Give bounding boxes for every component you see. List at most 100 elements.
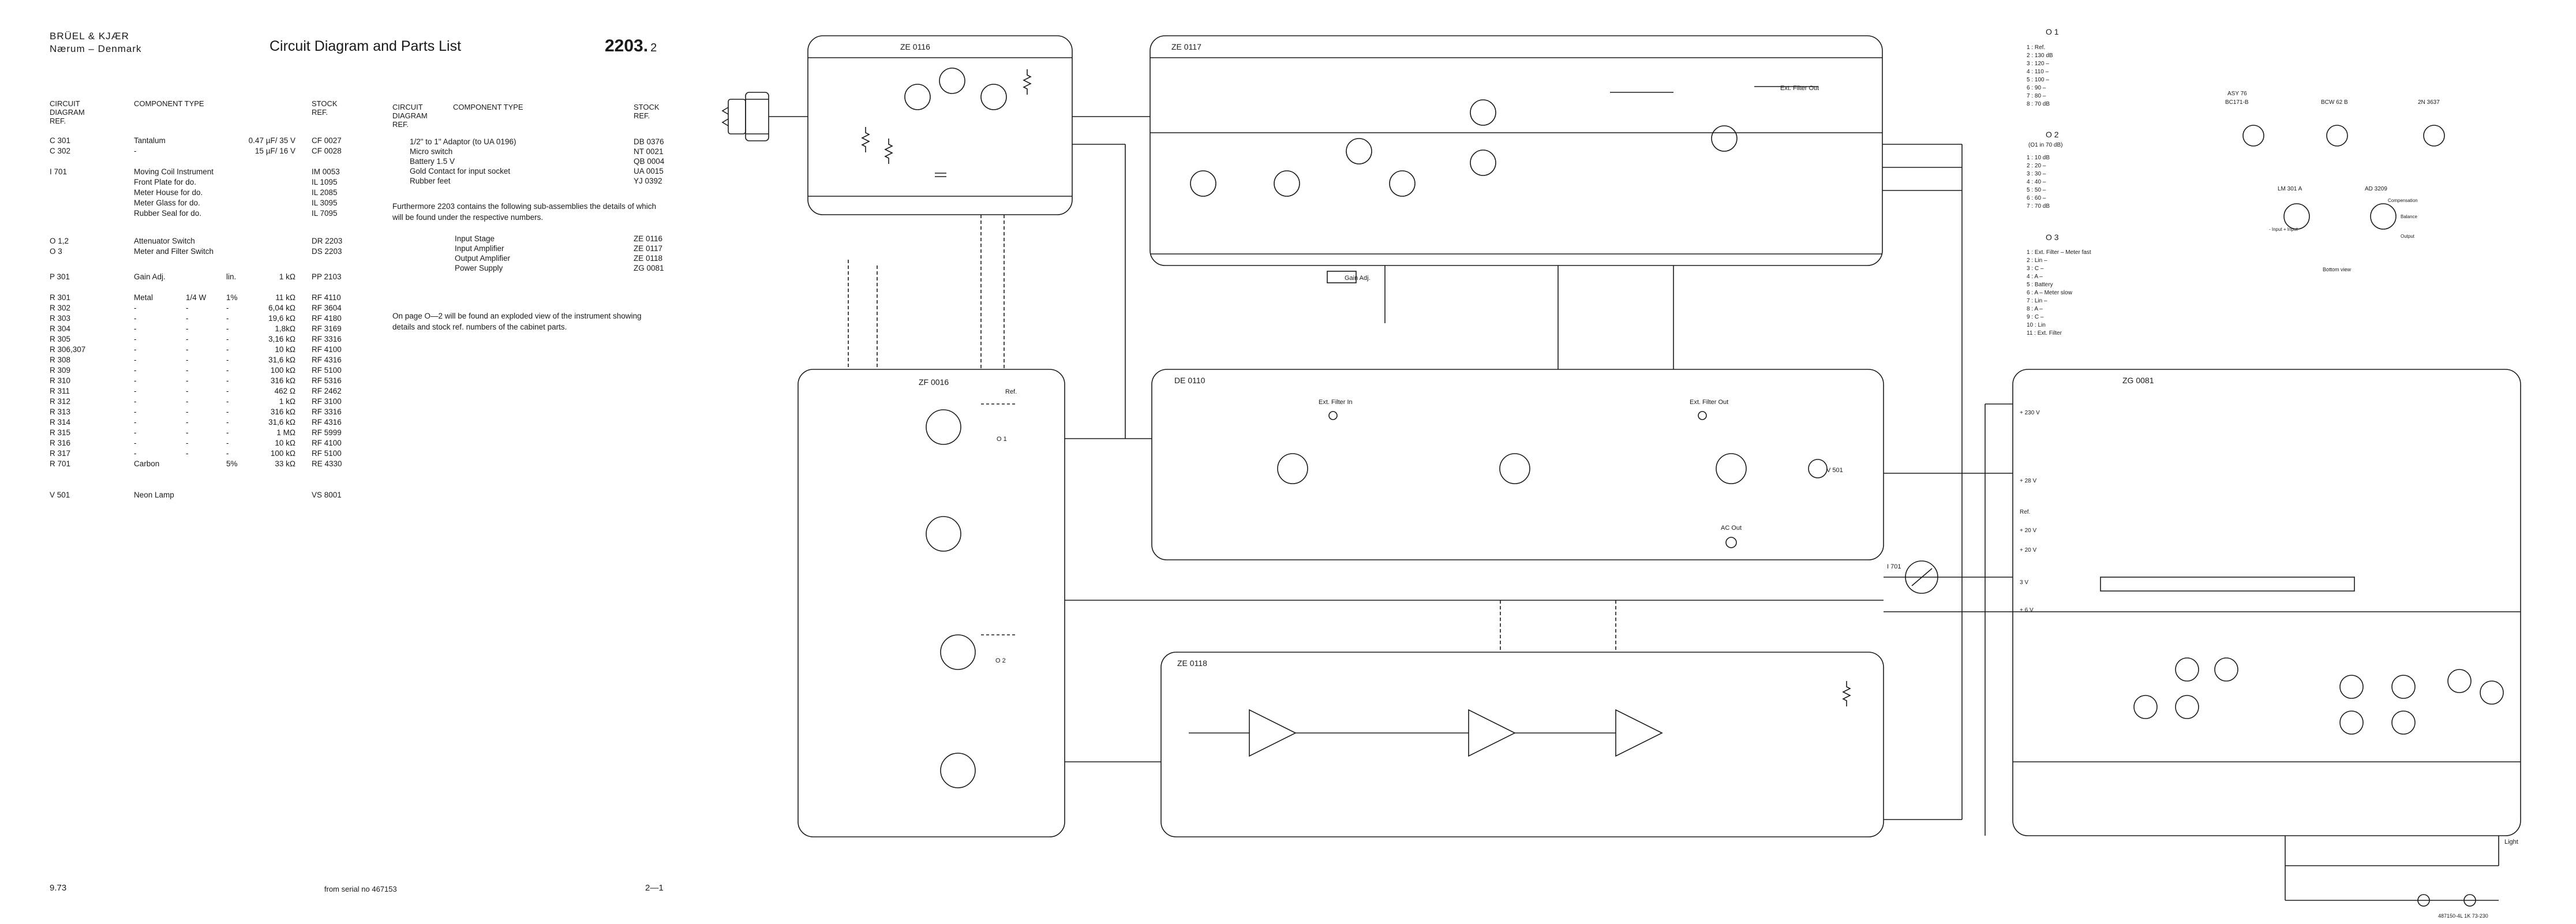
part-value: 100 kΩ [270, 366, 295, 375]
part-rating: - [186, 439, 189, 447]
col-header-stock-ref: STOCK [634, 103, 660, 111]
label-v501: V 501 [1826, 467, 1843, 474]
part-stock-ref: IL 2085 [312, 188, 338, 197]
switch-o1-position: 8 : 70 dB [2027, 101, 2050, 107]
label-ze0117: ZE 0117 [1171, 42, 1201, 51]
part-tolerance: lin. [226, 272, 237, 281]
label-i701: I 701 [1887, 563, 1901, 570]
part-stock-ref: RF 4100 [312, 345, 342, 354]
part-value: 0.47 µF/ 35 V [248, 136, 295, 145]
part-stock-ref: RF 3604 [312, 304, 342, 312]
pkg-ad3209: AD 3209 [2365, 186, 2387, 192]
part-ref: R 311 [50, 387, 70, 395]
part-value: 316 kΩ [270, 376, 295, 385]
part-stock-ref: DR 2203 [312, 237, 343, 245]
label-ac-out: AC Out [1721, 525, 1742, 532]
switch-o1-position: 5 : 100 – [2027, 77, 2049, 83]
part-type: - [134, 439, 137, 447]
part-stock-ref: RF 5999 [312, 428, 342, 437]
part-stock-ref: VS 8001 [312, 491, 342, 499]
part-type: Battery 1.5 V [410, 157, 455, 166]
part-rating: - [186, 418, 189, 427]
part-ref: R 301 [50, 293, 71, 302]
part-tolerance: - [226, 407, 229, 416]
part-ref: R 314 [50, 418, 71, 427]
part-stock-ref: RE 4330 [312, 459, 342, 468]
switch-o2-position: 7 : 70 dB [2027, 203, 2050, 210]
part-stock-ref: IL 7095 [312, 209, 338, 218]
switch-o1-position: 4 : 110 – [2027, 69, 2049, 75]
part-value: 10 kΩ [275, 439, 295, 447]
part-stock-ref: RF 3316 [312, 407, 342, 416]
part-type: - [134, 147, 137, 155]
part-tolerance: - [226, 345, 229, 354]
part-tolerance: - [226, 418, 229, 427]
part-stock-ref: RF 5100 [312, 366, 342, 375]
part-stock-ref: DS 2203 [312, 247, 342, 256]
switch-o3-position: 4 : A – [2027, 274, 2043, 280]
part-stock-ref: UA 0015 [634, 167, 664, 175]
part-value: 462 Ω [274, 387, 295, 395]
part-tolerance: - [226, 324, 229, 333]
col-header-stock-ref: REF. [312, 108, 328, 117]
gain-adj-pot [1327, 271, 1357, 283]
board-zf0016 [797, 369, 1065, 837]
board-de0110 [1151, 369, 1884, 560]
part-ref: R 312 [50, 397, 71, 406]
label-ref: Ref. [1005, 388, 1017, 395]
col-header-component-type: COMPONENT TYPE [134, 99, 204, 108]
document-number: 2203.2 [605, 36, 657, 55]
label-ext-filter-out: Ext. Filter Out [1780, 85, 1819, 92]
pkg-lm301a: LM 301 A [2278, 186, 2302, 192]
switch-o1-position: 1 : Ref. [2027, 44, 2045, 51]
switch-o2-position: 2 : 20 – [2027, 163, 2046, 169]
part-stock-ref: RF 2462 [312, 387, 342, 395]
switch-o1-position: 7 : 80 – [2027, 93, 2046, 99]
part-rating: - [186, 335, 189, 343]
part-type: - [134, 418, 137, 427]
rail-label: + 20 V [2020, 547, 2037, 553]
part-type: - [134, 397, 137, 406]
light-lamp-1 [2417, 894, 2430, 907]
switch-o3-position: 11 : Ext. Filter [2027, 330, 2062, 336]
rail-label: + 28 V [2020, 478, 2037, 484]
part-stock-ref: DB 0376 [634, 137, 664, 146]
pkg-compensation: Compensation [2388, 198, 2418, 203]
print-code: 487150-4L 1K 73-230 [2438, 913, 2488, 919]
col-header-circuit-ref: REF. [50, 117, 66, 125]
part-tolerance: - [226, 397, 229, 406]
part-type: - [134, 376, 137, 385]
part-type: - [134, 324, 137, 333]
part-ref: R 317 [50, 449, 71, 458]
switch-o3-title: O 3 [2046, 233, 2059, 242]
switch-o2-title: O 2 [2046, 130, 2059, 139]
part-type: - [134, 449, 137, 458]
label-ext-filter-out-2: Ext. Filter Out [1690, 399, 1728, 406]
part-ref: O 3 [50, 247, 62, 256]
part-rating: - [186, 397, 189, 406]
col-header-component-type: COMPONENT TYPE [453, 103, 523, 111]
note-subassemblies: Furthermore 2203 contains the following … [392, 202, 656, 222]
subassembly-name: Power Supply [455, 264, 503, 272]
pkg-input-pins: - Input + Input [2269, 227, 2298, 232]
part-value: 19,6 kΩ [268, 314, 295, 323]
switch-o3-position: 9 : C – [2027, 314, 2044, 320]
footer-page: 2—1 [645, 883, 664, 893]
part-type: Gold Contact for input socket [410, 167, 511, 175]
switch-o2-position: 1 : 10 dB [2027, 155, 2050, 161]
part-ref: R 305 [50, 335, 71, 343]
part-stock-ref: PP 2103 [312, 272, 342, 281]
part-tolerance: - [226, 376, 229, 385]
label-ze0116: ZE 0116 [900, 42, 930, 51]
zg0081-components [2100, 577, 2504, 907]
col-header-circuit-ref: CIRCUIT [50, 99, 80, 108]
switch-o3-position: 6 : A – Meter slow [2027, 290, 2073, 296]
label-zg0081: ZG 0081 [2122, 376, 2154, 385]
switch-o1-title: O 1 [2046, 27, 2059, 36]
part-stock-ref: RF 4316 [312, 356, 342, 364]
pkg-balance: Balance [2401, 214, 2417, 219]
part-tolerance: - [226, 387, 229, 395]
label-de0110: DE 0110 [1174, 376, 1205, 385]
part-type: - [134, 335, 137, 343]
